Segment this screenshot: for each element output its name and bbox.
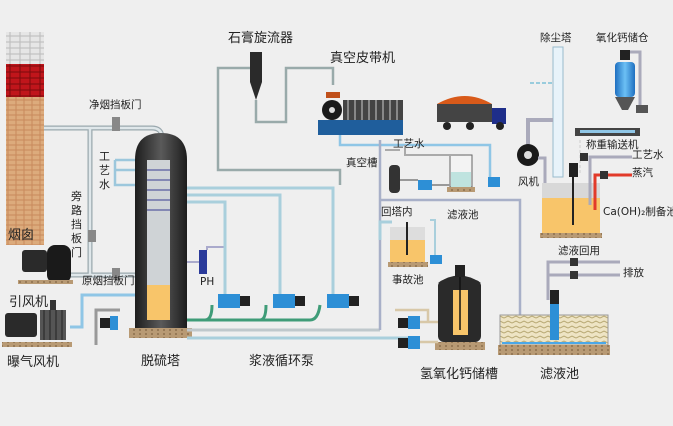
cao-silo[interactable] xyxy=(615,50,648,113)
label-vacuum-belt: 真空皮带机 xyxy=(330,51,396,66)
label-chimney: 烟囱 xyxy=(8,228,35,243)
vacuum-belt-filter[interactable] xyxy=(318,92,403,135)
caoh2-storage-tank[interactable] xyxy=(435,265,485,350)
filtrate-return-pump[interactable] xyxy=(488,177,500,187)
aeration-blower[interactable] xyxy=(2,300,72,347)
label-process-water-2: 工艺水 xyxy=(393,138,425,150)
desulfur-tower[interactable] xyxy=(129,133,192,338)
caoh2-prep-tank[interactable] xyxy=(540,163,602,238)
reuse-valve[interactable] xyxy=(570,258,578,266)
label-steam: 蒸汽 xyxy=(632,167,653,179)
label-process-water-1: 工艺水 xyxy=(99,150,110,191)
accident-pool[interactable] xyxy=(388,222,442,267)
label-gypsum-cyclone: 石膏旋流器 xyxy=(228,31,294,46)
label-filtrate-reuse: 滤液回用 xyxy=(558,245,600,257)
clean-damper-valve[interactable] xyxy=(112,117,120,131)
label-process-water-3: 工艺水 xyxy=(632,149,664,161)
label-desulfur-tower: 脱硫塔 xyxy=(141,354,181,369)
gypsum-truck xyxy=(437,96,506,130)
vacuum-tank[interactable] xyxy=(389,165,400,193)
label-return-tower: 回塔内 xyxy=(381,206,413,218)
filtrate-pump[interactable] xyxy=(418,180,432,190)
process-water-pipe xyxy=(113,158,135,187)
label-caoh2-storage: 氢氧化钙储槽 xyxy=(420,367,499,382)
discharge-valve[interactable] xyxy=(570,271,578,279)
filtrate-pool[interactable] xyxy=(498,290,610,355)
recirculation-pipes xyxy=(94,186,420,345)
chimney xyxy=(6,32,44,245)
label-discharge: 排放 xyxy=(623,267,644,279)
label-slurry-pump: 浆液循环泵 xyxy=(249,354,315,369)
label-bypass-damper: 旁路挡板门 xyxy=(71,190,82,259)
aeration-air-pipe xyxy=(70,293,135,329)
label-filtrate-tank-small: 滤液池 xyxy=(447,209,479,221)
label-fan: 风机 xyxy=(518,176,539,188)
filtrate-tank-small xyxy=(447,154,475,192)
tower-feed-pump[interactable] xyxy=(100,318,110,328)
label-induced-fan: 引风机 xyxy=(9,295,49,310)
label-filtrate-pool: 滤液池 xyxy=(540,367,580,382)
label-ph: PH xyxy=(200,276,215,288)
label-accident-pool: 事故池 xyxy=(392,274,424,286)
label-dust-tower: 除尘塔 xyxy=(540,32,572,44)
caoh2-feed-pumps[interactable] xyxy=(398,316,420,349)
slurry-pumps[interactable] xyxy=(218,294,359,308)
bypass-damper-valve[interactable] xyxy=(88,230,96,242)
steam-line xyxy=(593,173,632,210)
dust-tower[interactable] xyxy=(530,46,564,178)
label-weigh-conveyor: 称重输送机 xyxy=(586,139,639,151)
induced-fan[interactable] xyxy=(18,245,73,284)
label-caoh2-tank: Ca(OH)₂制备池 xyxy=(603,206,673,218)
label-raw-damper: 原烟挡板门 xyxy=(82,275,135,287)
ph-meter[interactable] xyxy=(199,250,207,274)
process-water-line xyxy=(588,155,632,205)
label-cao-silo: 氧化钙储仓 xyxy=(596,32,649,44)
raw-damper-valve[interactable] xyxy=(112,268,120,280)
steam-valve[interactable] xyxy=(600,171,608,179)
label-clean-damper: 净烟挡板门 xyxy=(89,99,142,111)
label-aeration-fan: 曝气风机 xyxy=(7,355,60,370)
process-water-valve[interactable] xyxy=(580,153,588,161)
label-vacuum-tank: 真空槽 xyxy=(346,157,378,169)
gypsum-cyclone[interactable] xyxy=(250,52,262,100)
